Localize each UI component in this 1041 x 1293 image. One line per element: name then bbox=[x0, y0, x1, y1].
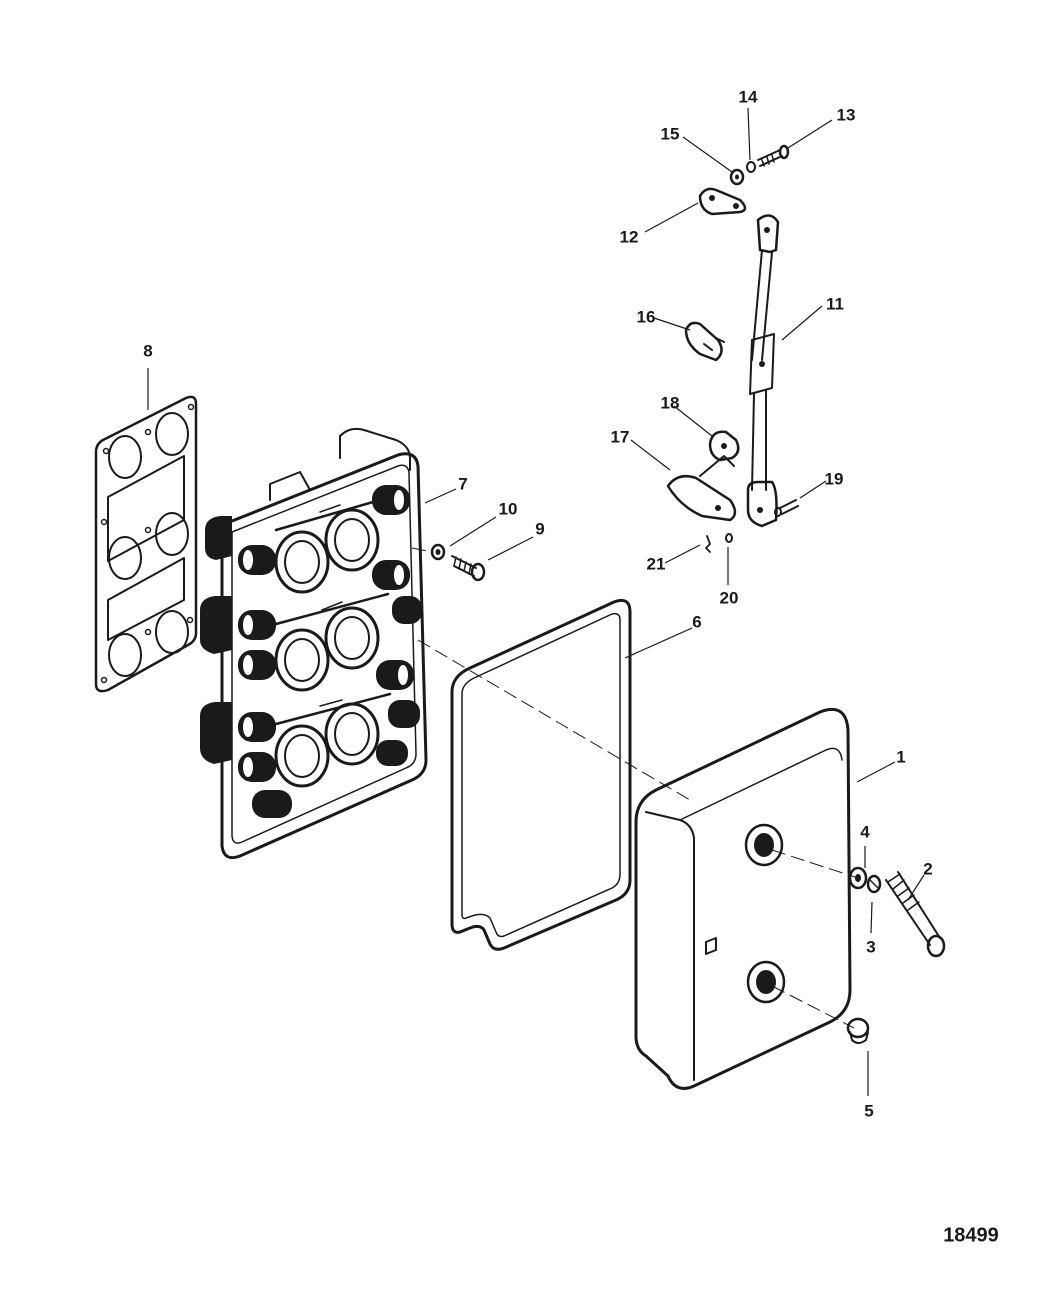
callout-5: 5 bbox=[864, 1101, 873, 1120]
bushing-part-18 bbox=[708, 430, 740, 462]
callout-4: 4 bbox=[860, 822, 870, 841]
callout-19: 19 bbox=[825, 469, 844, 488]
callout-3: 3 bbox=[866, 937, 875, 956]
callout-6: 6 bbox=[692, 612, 701, 631]
callout-8: 8 bbox=[143, 341, 152, 360]
lever-part-17 bbox=[666, 455, 737, 522]
screw-part-13 bbox=[757, 144, 790, 167]
lever-part-16 bbox=[684, 321, 725, 362]
lockwasher-part-3 bbox=[866, 874, 882, 894]
alignment-lines bbox=[411, 547, 859, 1029]
gasket-part-8 bbox=[94, 395, 198, 693]
callout-10: 10 bbox=[499, 499, 518, 518]
callout-21: 21 bbox=[647, 554, 666, 573]
washer-part-10 bbox=[430, 543, 446, 561]
callout-17: 17 bbox=[611, 427, 630, 446]
link-rod-part-11 bbox=[746, 214, 780, 528]
cover-gasket-part-6 bbox=[450, 598, 632, 951]
callout-2: 2 bbox=[923, 859, 932, 878]
lockwasher-part-14 bbox=[746, 161, 756, 173]
callout-20: 20 bbox=[720, 588, 739, 607]
retainer-part-20 bbox=[725, 533, 733, 543]
screw-part-9 bbox=[451, 555, 486, 582]
callout-15: 15 bbox=[661, 124, 680, 143]
clip-part-21 bbox=[705, 535, 711, 553]
callout-1: 1 bbox=[896, 747, 905, 766]
callout-labels: 1 2 3 4 5 6 7 8 9 10 11 12 13 14 15 16 1… bbox=[143, 87, 932, 1120]
callout-16: 16 bbox=[637, 307, 656, 326]
callout-12: 12 bbox=[620, 227, 639, 246]
callout-7: 7 bbox=[458, 474, 467, 493]
callout-9: 9 bbox=[535, 519, 544, 538]
callout-18: 18 bbox=[661, 393, 680, 412]
leader-lines bbox=[147, 107, 925, 1096]
plug-part-5 bbox=[846, 1017, 870, 1044]
washer-part-15 bbox=[729, 168, 745, 186]
pin-part-19 bbox=[774, 499, 799, 517]
figure-number: 18499 bbox=[943, 1224, 999, 1246]
carburetor-block-part-7 bbox=[200, 427, 428, 860]
lever-part-12 bbox=[698, 187, 747, 216]
callout-14: 14 bbox=[739, 87, 758, 106]
screw-part-2 bbox=[885, 871, 946, 958]
callout-11: 11 bbox=[826, 294, 844, 313]
callout-13: 13 bbox=[837, 105, 856, 124]
silencer-cover-part-1 bbox=[634, 707, 852, 1090]
